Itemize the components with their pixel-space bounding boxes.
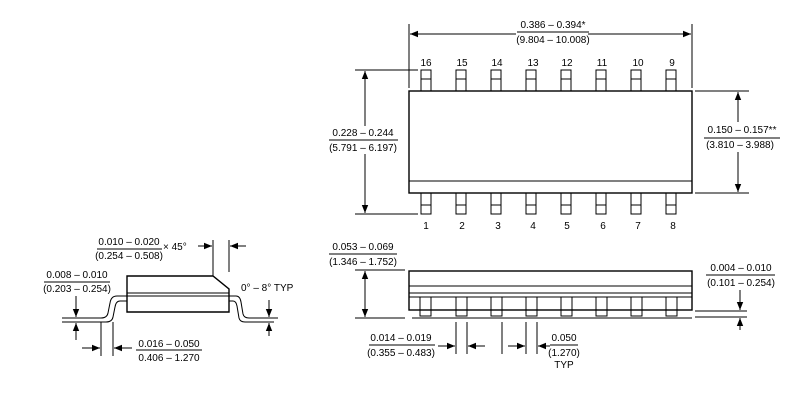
svg-text:TYP: TYP bbox=[554, 360, 574, 371]
svg-text:(0.355 – 0.483): (0.355 – 0.483) bbox=[367, 348, 435, 359]
top-view-body bbox=[408, 90, 693, 194]
foot-length-dimension: 0.016 – 0.050 0.406 – 1.270 bbox=[82, 322, 202, 364]
svg-text:(1.346 – 1.752): (1.346 – 1.752) bbox=[329, 257, 397, 268]
lead-width-pitch-dimension: 0.014 – 0.019 (0.355 – 0.483) 0.050 (1.2… bbox=[367, 322, 580, 371]
pin-13: 13 bbox=[527, 58, 539, 69]
standoff-dimension: 0.004 – 0.010 (0.101 – 0.254) bbox=[695, 260, 777, 330]
svg-text:0° – 8° TYP: 0° – 8° TYP bbox=[241, 283, 294, 294]
pin-1: 1 bbox=[423, 221, 429, 232]
svg-text:0.386 – 0.394*: 0.386 – 0.394* bbox=[520, 20, 585, 31]
svg-text:(3.810 – 3.988): (3.810 – 3.988) bbox=[706, 140, 774, 151]
pin-2: 2 bbox=[459, 221, 465, 232]
svg-text:(5.791 – 6.197): (5.791 – 6.197) bbox=[329, 143, 397, 154]
bottom-leads bbox=[420, 191, 677, 215]
pin-5: 5 bbox=[564, 221, 570, 232]
svg-text:× 45°: × 45° bbox=[163, 242, 187, 253]
top-leads bbox=[420, 69, 677, 93]
svg-text:0.014 – 0.019: 0.014 – 0.019 bbox=[370, 333, 432, 344]
pin-14: 14 bbox=[491, 58, 503, 69]
svg-text:(0.254 – 0.508): (0.254 – 0.508) bbox=[95, 251, 163, 262]
pin-4: 4 bbox=[530, 221, 536, 232]
length-dimension: 0.386 – 0.394* (9.804 – 10.008) bbox=[408, 20, 693, 88]
pin-9: 9 bbox=[669, 58, 675, 69]
height-dimension: 0.053 – 0.069 (1.346 – 1.752) bbox=[328, 240, 405, 319]
side-view-body bbox=[126, 275, 230, 313]
chamfer-dimension: 0.010 – 0.020 × 45° (0.254 – 0.508) bbox=[95, 237, 246, 276]
svg-text:0.008 – 0.010: 0.008 – 0.010 bbox=[46, 270, 108, 281]
pin-12: 12 bbox=[561, 58, 573, 69]
pin-6: 6 bbox=[600, 221, 606, 232]
angle-dimension: 0° – 8° TYP bbox=[241, 283, 294, 336]
pin-10: 10 bbox=[632, 58, 644, 69]
pin-7: 7 bbox=[635, 221, 641, 232]
svg-text:0.406 – 1.270: 0.406 – 1.270 bbox=[138, 353, 200, 364]
svg-text:(0.101 – 0.254): (0.101 – 0.254) bbox=[707, 278, 775, 289]
side-view: 0.010 – 0.020 × 45° (0.254 – 0.508) 0.00… bbox=[43, 237, 294, 364]
front-view-body bbox=[408, 270, 693, 311]
lead-thickness-dimension: 0.008 – 0.010 (0.203 – 0.254) bbox=[43, 270, 111, 340]
svg-text:0.050: 0.050 bbox=[551, 333, 576, 344]
svg-text:(0.203 – 0.254): (0.203 – 0.254) bbox=[43, 284, 111, 295]
svg-text:0.004 – 0.010: 0.004 – 0.010 bbox=[710, 263, 772, 274]
pin-8: 8 bbox=[670, 221, 676, 232]
svg-text:0.228 – 0.244: 0.228 – 0.244 bbox=[332, 128, 394, 139]
pin-16: 16 bbox=[420, 58, 432, 69]
lead-span-dimension: 0.228 – 0.244 (5.791 – 6.197) bbox=[328, 69, 418, 215]
svg-text:0.150 – 0.157**: 0.150 – 0.157** bbox=[708, 125, 777, 136]
pin-11: 11 bbox=[597, 58, 608, 69]
pin-3: 3 bbox=[495, 221, 501, 232]
svg-text:(9.804 – 10.008): (9.804 – 10.008) bbox=[516, 35, 589, 46]
svg-text:0.053 – 0.069: 0.053 – 0.069 bbox=[332, 242, 394, 253]
body-width-dimension: 0.150 – 0.157** (3.810 – 3.988) bbox=[695, 90, 782, 194]
svg-text:(1.270): (1.270) bbox=[548, 348, 580, 359]
front-view: 0.053 – 0.069 (1.346 – 1.752) 0.004 – 0.… bbox=[328, 240, 777, 371]
svg-text:0.016 – 0.050: 0.016 – 0.050 bbox=[138, 339, 200, 350]
pin-15: 15 bbox=[456, 58, 468, 69]
svg-text:0.010 – 0.020: 0.010 – 0.020 bbox=[98, 237, 160, 248]
top-view: 16 15 14 13 12 11 10 9 1 2 3 4 5 6 7 8 0… bbox=[328, 20, 782, 232]
